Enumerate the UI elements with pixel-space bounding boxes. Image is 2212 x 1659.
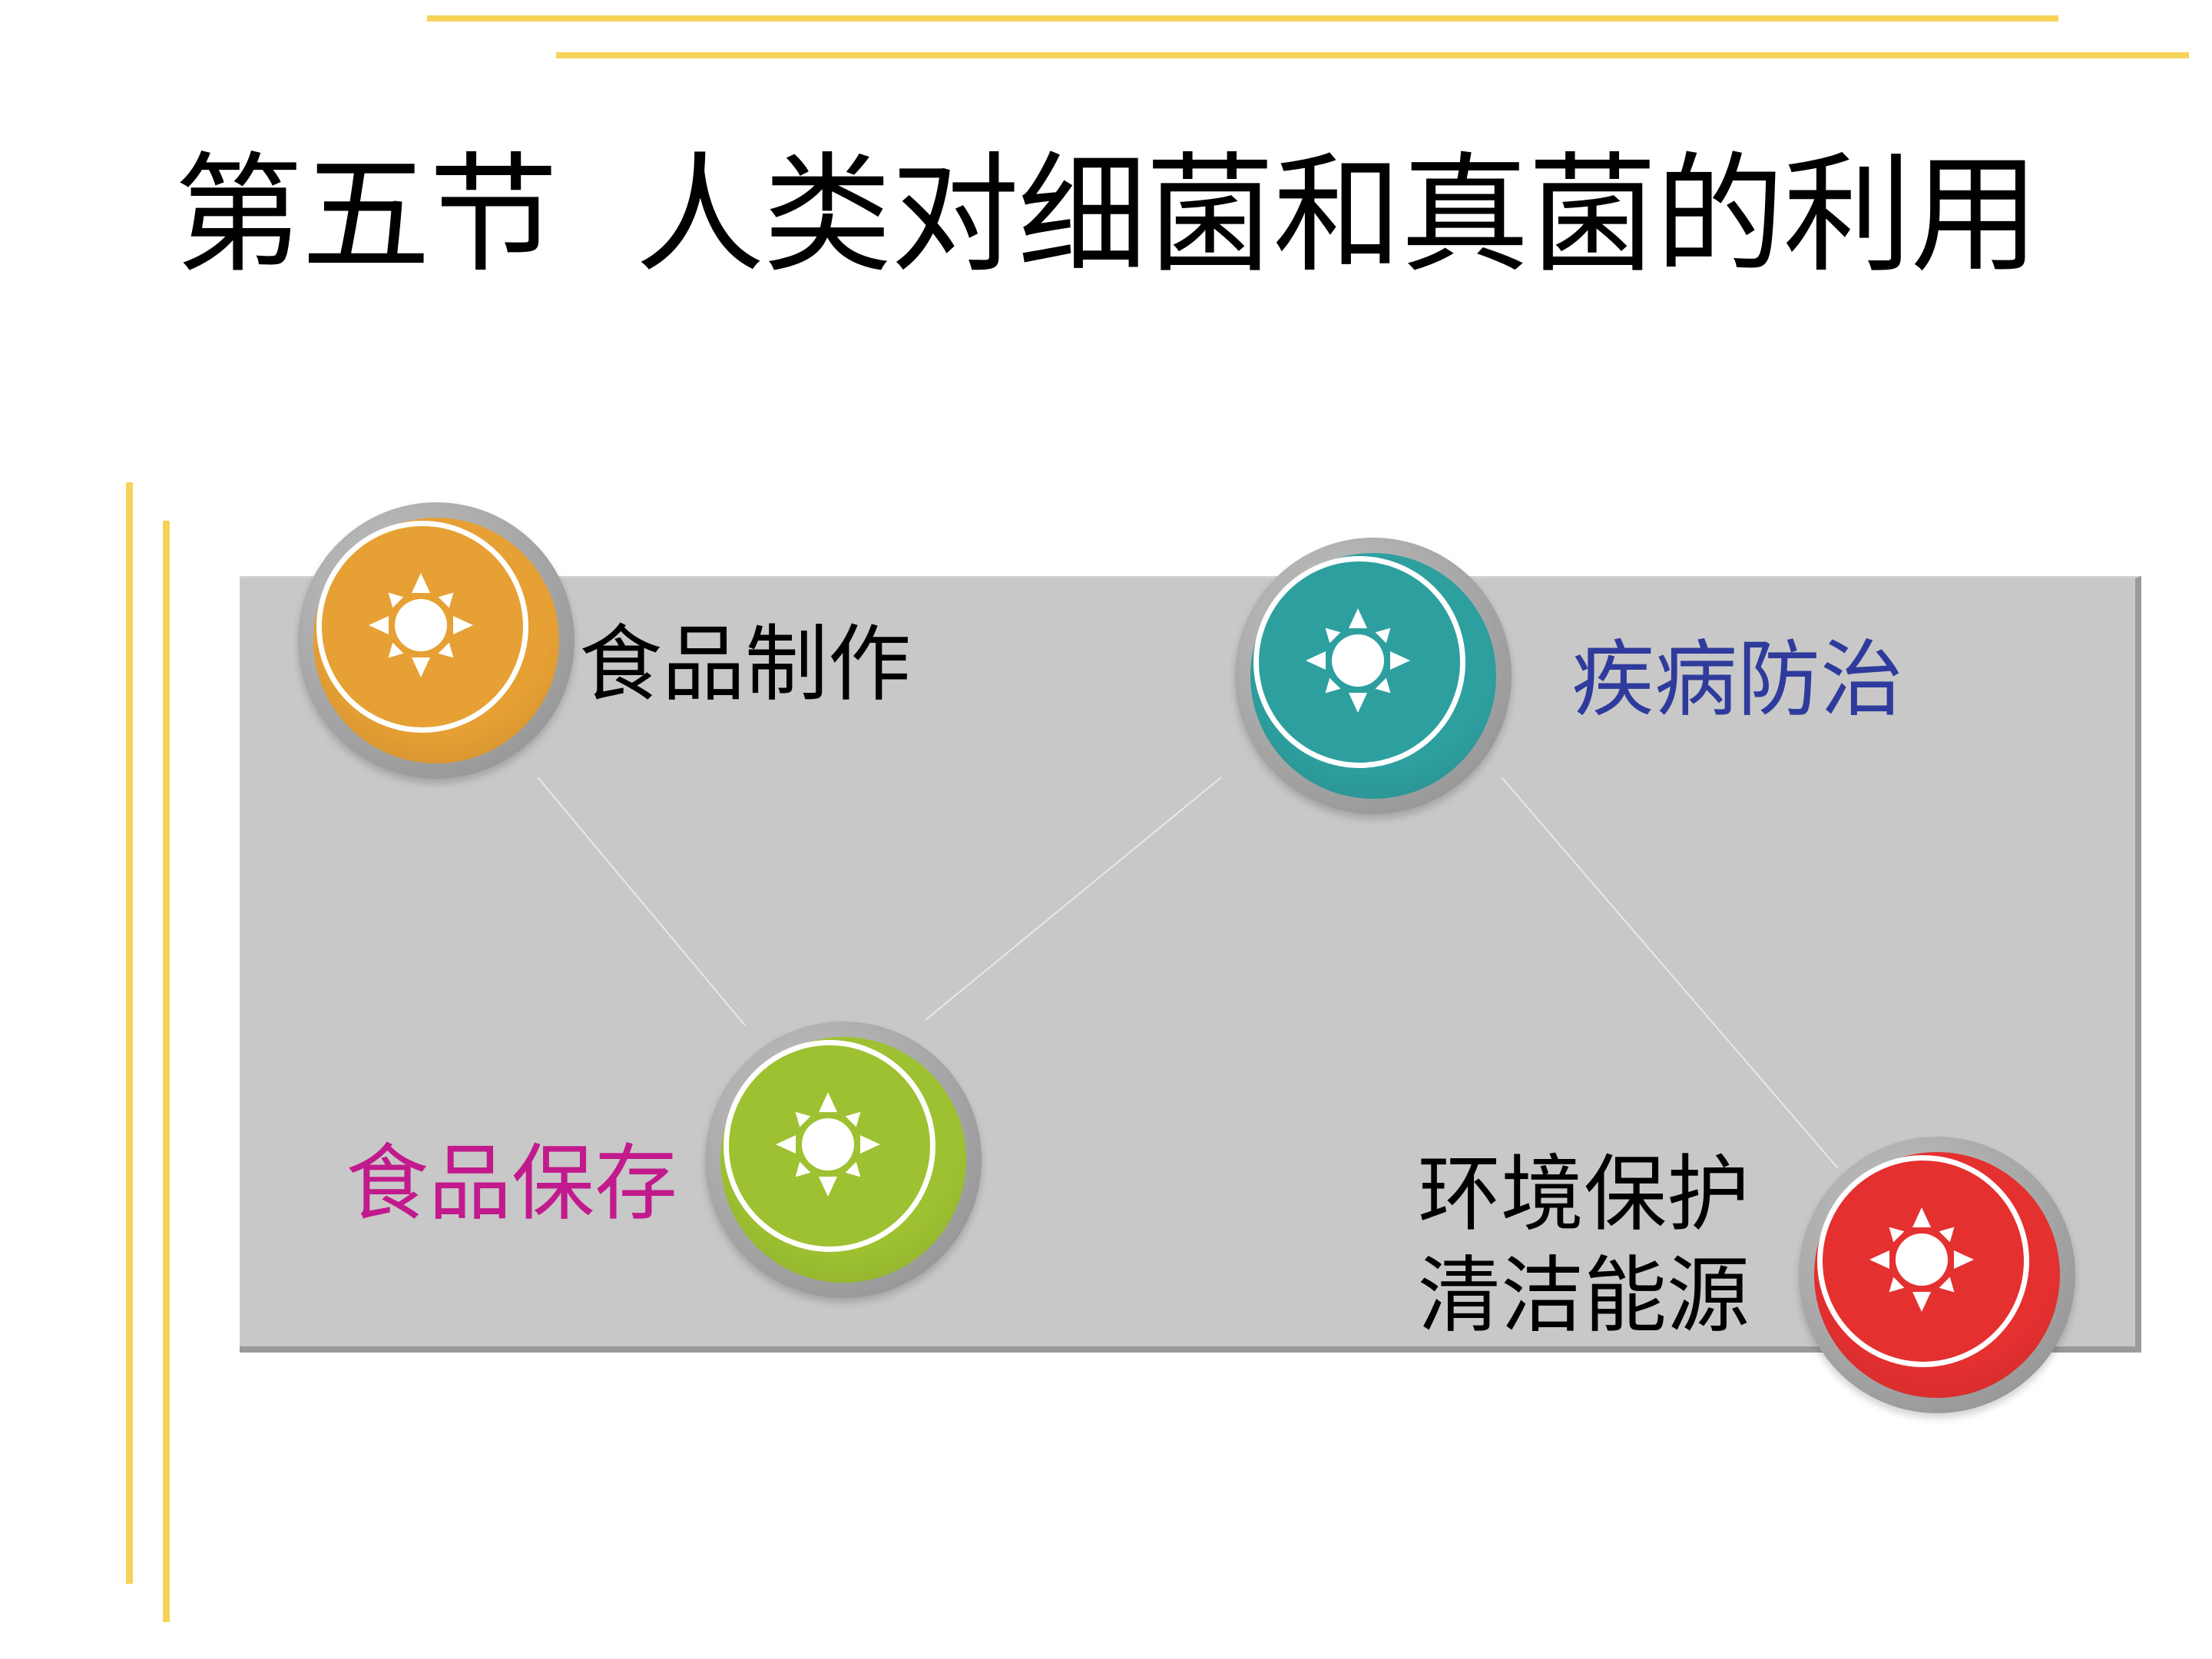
sun-icon [776,1092,880,1197]
sun-ray [1889,1227,1905,1243]
node-ring [724,1040,935,1252]
sun-ray [819,1092,837,1112]
sun-ray [1889,1277,1905,1293]
sun-icon [1869,1207,1974,1312]
sun-ray [1939,1277,1955,1293]
sun-ray [388,592,404,608]
node-food-making [298,502,575,779]
sun-ray [453,616,473,634]
sun-ray [1349,693,1367,713]
sun-ray [819,1177,837,1197]
sun-ray [438,642,454,658]
sun-ray [388,642,404,658]
left-accent-line-1 [126,482,133,1584]
sun-ray [412,573,430,593]
label-environment-line-1: 环境保护 [1418,1147,1750,1243]
sun-ray [1325,677,1341,694]
top-accent-line-2 [556,52,2189,58]
sun-ray [860,1135,880,1154]
sun-ray [1375,628,1391,644]
label-disease-prevention: 疾病防治 [1571,632,1904,728]
sun-ray [438,592,454,608]
label-environment-line-2: 清洁能源 [1418,1248,1750,1344]
sun-core [395,599,447,651]
label-food-preservation: 食品保存 [346,1136,678,1232]
node-food-preservation [705,1022,982,1298]
sun-ray [795,1161,811,1177]
sun-ray [1325,628,1341,644]
sun-ray [369,616,389,634]
sun-ray [845,1111,861,1128]
sun-ray [412,657,430,677]
left-accent-line-2 [163,521,170,1622]
sun-ray [1912,1207,1931,1227]
node-ring [1817,1155,2029,1367]
sun-ray [1349,608,1367,628]
node-ring [1253,556,1465,768]
sun-icon [1306,608,1410,713]
sun-ray [1869,1250,1889,1269]
top-accent-line-1 [427,15,2058,22]
sun-ray [776,1135,796,1154]
sun-ray [1912,1292,1931,1312]
sun-ray [1306,651,1326,670]
sun-ray [795,1111,811,1128]
sun-ray [1939,1227,1955,1243]
sun-core [1332,634,1384,687]
node-disease-prevention [1235,538,1512,814]
node-ring [316,521,528,733]
node-environment [1799,1137,2075,1413]
label-food-making: 食品制作 [579,617,912,713]
sun-core [802,1118,854,1171]
sun-core [1896,1233,1948,1286]
sun-ray [845,1161,861,1177]
sun-icon [369,573,473,677]
sun-ray [1375,677,1391,694]
sun-ray [1954,1250,1974,1269]
sun-ray [1390,651,1410,670]
page-title: 第五节 人类对细菌和真菌的利用 [174,140,2040,290]
